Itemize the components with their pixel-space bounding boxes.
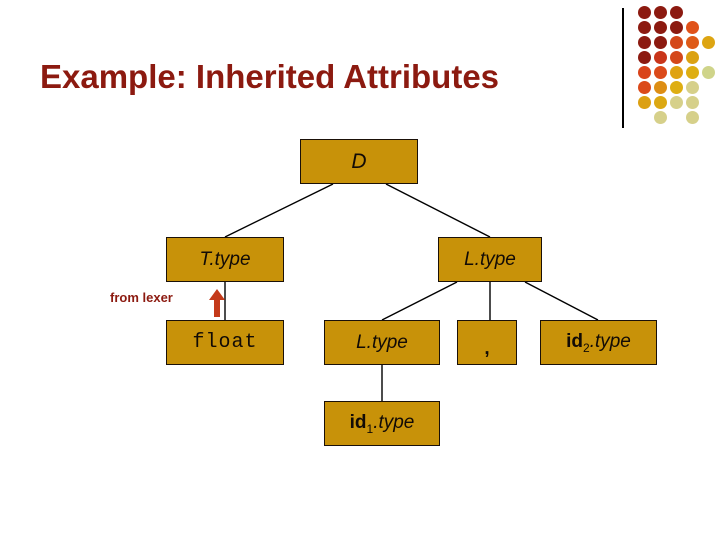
decoration-dot [638,6,651,19]
decoration-dot [686,96,699,109]
decoration-dot [686,36,699,49]
decoration-dot [654,6,667,19]
decoration-dot [670,96,683,109]
tree-node-l_type: L.type [438,237,542,282]
decoration-dot [638,81,651,94]
decoration-dot [654,111,667,124]
page-title: Example: Inherited Attributes [40,58,500,95]
tree-node-id1: id1.type [324,401,440,446]
decoration-dot [670,21,683,34]
decoration-dot [638,96,651,109]
tree-node-label: id2.type [566,330,631,355]
tree-node-float: float [166,320,284,365]
decoration-dot [638,21,651,34]
tree-node-label: D [351,150,367,173]
decoration-dot [670,51,683,64]
decoration-dot [702,66,715,79]
decoration-dot [638,66,651,79]
decoration-dot [654,66,667,79]
decoration-dot [670,6,683,19]
decoration-dot [686,66,699,79]
tree-edge [381,281,458,321]
decoration-dot [654,36,667,49]
tree-node-label: id1.type [349,411,415,436]
decoration-dot [654,51,667,64]
decoration-dot [686,51,699,64]
decoration-dot [702,36,715,49]
decoration-dot [686,81,699,94]
up-arrow-icon [209,289,225,317]
tree-node-t_type: T.type [166,237,284,282]
tree-node-label: , [484,338,490,359]
decoration-dot [686,111,699,124]
decoration-dot [638,36,651,49]
from-lexer-label: from lexer [110,290,173,305]
decoration-dot [638,51,651,64]
decoration-dot [654,81,667,94]
tree-node-label: T.type [199,249,251,270]
tree-node-label: float [192,330,258,354]
decoration-dot [670,81,683,94]
vertical-rule-divider [622,8,624,128]
decoration-dot [670,36,683,49]
tree-node-id2: id2.type [540,320,657,365]
dot-grid-decoration [638,6,720,130]
tree-node-label: L.type [356,332,408,353]
tree-node-comma: , [457,320,517,365]
tree-node-d: D [300,139,418,184]
tree-edge [385,183,491,238]
tree-node-label: L.type [464,249,516,270]
tree-edge [524,281,599,321]
tree-edge [224,183,334,238]
tree-node-l_type2: L.type [324,320,440,365]
decoration-dot [654,96,667,109]
decoration-dot [670,66,683,79]
decoration-dot [686,21,699,34]
decoration-dot [654,21,667,34]
